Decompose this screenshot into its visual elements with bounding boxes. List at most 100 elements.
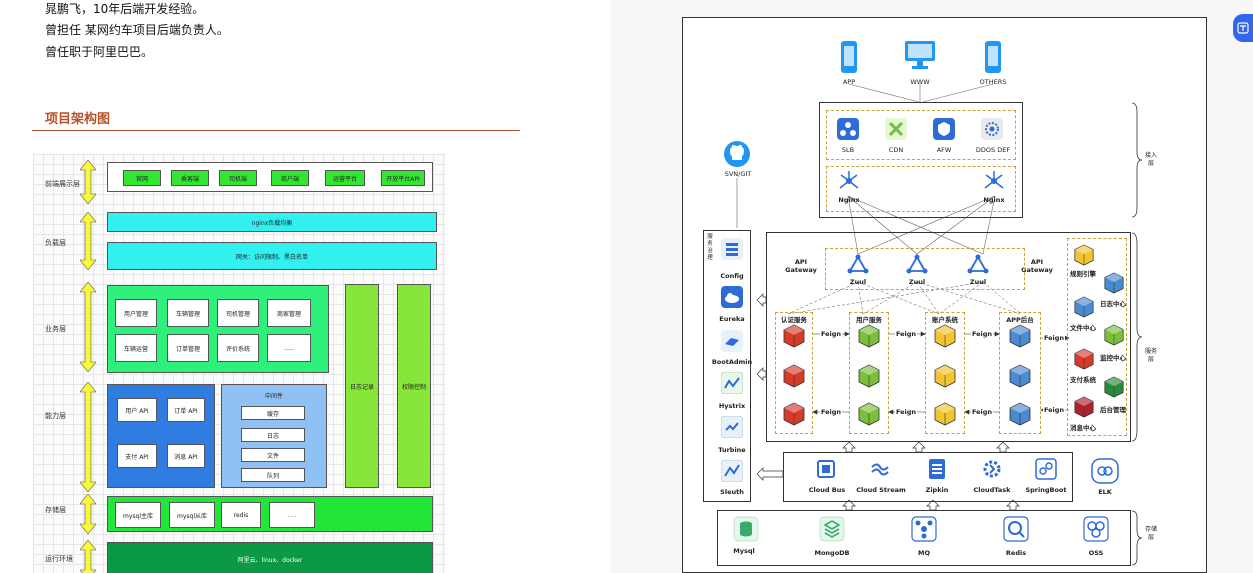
feign-label-8: Feign: [1043, 406, 1065, 414]
cloud-bus-label: Cloud Bus: [808, 486, 846, 494]
storage-layer-box: [717, 510, 1131, 566]
double-arrow-icon: [80, 382, 96, 492]
flow-arrows: [756, 293, 1020, 511]
frontend-item-openapi: 开放平台API: [381, 170, 425, 186]
service-layer-box: [766, 232, 1131, 442]
rs-file-center: 文件中心: [1070, 324, 1096, 332]
frontend-item-merchant: 商户端: [271, 170, 309, 186]
right-architecture-diagram: APP WWW OTHERS: [682, 17, 1207, 573]
client-www-label: WWW: [910, 78, 930, 86]
mysql-label: Mysql: [733, 547, 755, 555]
middleware-item-file: 文件: [241, 448, 305, 462]
access-cdn-label: CDN: [888, 146, 904, 154]
service-layer-brace: [1131, 232, 1143, 442]
zuul-icon: [906, 254, 928, 274]
client-others-label: OTHERS: [979, 78, 1007, 86]
mongodb-icon: [819, 516, 845, 542]
api-gateway-label-right: API Gateway: [1021, 258, 1053, 274]
frontend-item-ops: 运营平台: [325, 170, 365, 186]
gov-hystrix-label: Hystrix: [718, 402, 746, 410]
gov-config-label: Config: [720, 272, 744, 280]
mq-icon: [911, 516, 937, 542]
bootadmin-icon: [721, 330, 743, 352]
rs-rule-engine: 规则引擎: [1070, 270, 1096, 278]
redis-icon: [1003, 516, 1029, 542]
access-layer-label: 接入层: [1145, 152, 1158, 167]
business-item-review: 评价系统: [217, 334, 259, 362]
business-item-user: 用户管理: [115, 299, 157, 327]
cloud-task-icon: [983, 460, 1001, 478]
feign-label-5: Feign: [820, 408, 842, 416]
gov-turbine-label: Turbine: [718, 446, 746, 454]
section-divider: [32, 130, 520, 131]
api-item-message: 消息 API: [167, 444, 205, 468]
mobile-app-icon: [841, 41, 857, 73]
rs-log-center: 日志中心: [1100, 300, 1126, 308]
storage-layer-label: 存储层: [1145, 526, 1158, 541]
gov-bootadmin-label: BootAdmin: [711, 358, 753, 366]
feign-label-4: Feign: [1043, 334, 1065, 342]
service-column-account: [925, 312, 965, 434]
zipkin-label: Zipkin: [925, 486, 949, 494]
middleware-item-queue: 队列: [241, 468, 305, 482]
zuul-group: [825, 248, 1025, 290]
cloud-stream-icon: [871, 463, 889, 476]
left-architecture-diagram: 前端展示层 负载层 业务层 能力层 存储层 运行环境 官网 乘客端 司机端 商户…: [33, 154, 446, 573]
translate-icon[interactable]: [1233, 14, 1253, 42]
auth-control-column: 权限控制: [397, 284, 431, 488]
business-item-vehicle-ops: 车辆运营: [115, 334, 157, 362]
storage-layer-brace: [1131, 510, 1143, 566]
service-account-label: 账户系统: [932, 316, 958, 324]
double-arrow-icon: [80, 494, 96, 534]
gateway-box: 网关：访问限制、黑白名单: [107, 242, 437, 270]
zuul-label-3: Zuul: [969, 278, 987, 286]
bio-line-1: 晁鹏飞，10年后端开发经验。: [45, 2, 205, 16]
api-item-order: 订单 API: [167, 398, 205, 422]
runtime-layer: 阿里云、linux、docker: [107, 542, 433, 573]
log-record-column: 日志记录: [345, 284, 379, 488]
cloud-layer-box: [783, 452, 1073, 502]
layer-label-business: 业务层: [45, 325, 66, 333]
double-arrow-icon: [80, 282, 96, 372]
cloud-stream-label: Cloud Stream: [856, 486, 906, 494]
double-arrow-icon: [80, 160, 96, 204]
platform-services-column: [1067, 238, 1127, 436]
oss-label: OSS: [1088, 549, 1104, 557]
zipkin-icon: [929, 459, 945, 479]
monitor-icon: [905, 41, 935, 69]
zuul-icon: [967, 254, 989, 274]
governance-label: 服务治理: [707, 234, 713, 261]
config-icon: [721, 238, 743, 260]
access-slb-label: SLB: [841, 146, 855, 154]
ddos-defense-icon: [981, 118, 1003, 140]
feign-label-6: Feign: [895, 408, 917, 416]
springboot-icon: [1035, 458, 1057, 480]
service-column-auth: [775, 312, 813, 434]
api-item-payment: 支付 API: [117, 444, 157, 468]
service-user-label: 用户服务: [856, 316, 882, 324]
nginx-group: [826, 166, 1016, 212]
rs-payment-system: 支付系统: [1070, 376, 1096, 384]
rs-admin: 后台管理: [1100, 406, 1126, 414]
document-left-pane: 晁鹏飞，10年后端开发经验。 曾担任 某网约车项目后端负责人。 曾任职于阿里巴巴…: [0, 0, 610, 573]
layer-label-runtime: 运行环境: [45, 555, 73, 563]
gov-eureka-label: Eureka: [719, 315, 745, 323]
access-layer-box: [819, 102, 1023, 218]
connector-lines: [736, 83, 1022, 315]
frontend-item-website: 官网: [123, 170, 161, 186]
storage-item-more: . . .: [269, 502, 315, 528]
middleware-item-cache: 缓存: [241, 406, 305, 420]
redis-label: Redis: [1005, 549, 1027, 557]
middleware-item-log: 日志: [241, 428, 305, 442]
section-title: 项目架构图: [45, 112, 111, 127]
governance-column: [703, 230, 751, 502]
turbine-icon: [721, 416, 743, 438]
layer-label-capability: 能力层: [45, 412, 66, 420]
sleuth-icon: [721, 460, 743, 482]
business-item-vehicle: 车辆管理: [167, 299, 209, 327]
feign-label-1: Feign: [820, 330, 842, 338]
api-item-user: 用户 API: [117, 398, 157, 422]
nginx-lb-box: nginx负载均衡: [107, 212, 437, 232]
eureka-icon: [721, 286, 743, 308]
gov-sleuth-label: Sleuth: [720, 488, 744, 496]
